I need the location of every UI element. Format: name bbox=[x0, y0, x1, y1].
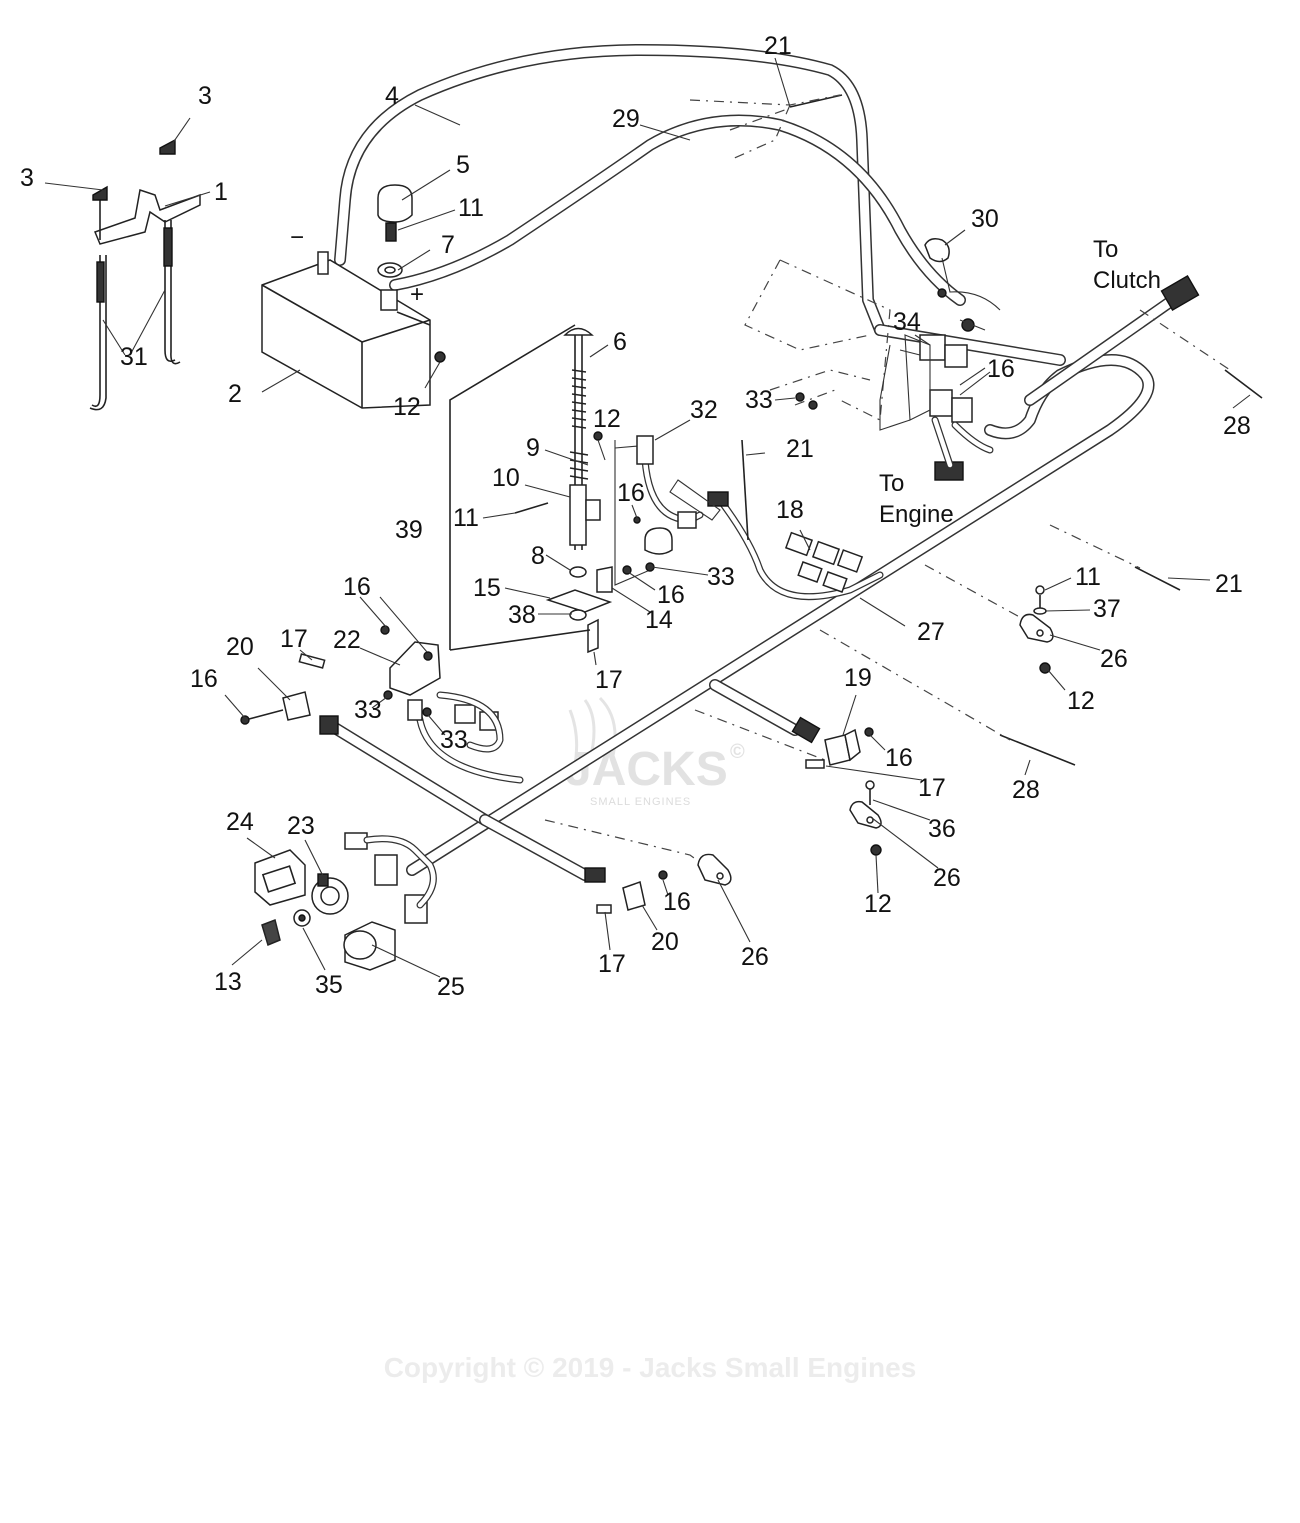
clamps bbox=[697, 585, 1054, 886]
dash-controls bbox=[254, 849, 396, 971]
callout-33-relay: 33 bbox=[745, 386, 773, 414]
callout-15: 15 bbox=[473, 574, 501, 602]
callout-1: 1 bbox=[214, 178, 228, 206]
callout-12-lower: 12 bbox=[864, 890, 892, 918]
callout-39: 39 bbox=[395, 516, 423, 544]
callout-16-lower: 16 bbox=[663, 888, 691, 916]
callout-12-pedal: 12 bbox=[593, 405, 621, 433]
module-22 bbox=[380, 625, 441, 721]
callout-18: 18 bbox=[776, 496, 804, 524]
terminal-hardware bbox=[377, 184, 413, 278]
callout-35: 35 bbox=[315, 971, 343, 999]
callout-34: 34 bbox=[893, 308, 921, 336]
callout-16-switch: 16 bbox=[657, 581, 685, 609]
callout-28-lower: 28 bbox=[1012, 776, 1040, 804]
relay-panel bbox=[795, 238, 1001, 469]
callout-9: 9 bbox=[526, 434, 540, 462]
callout-11-right: 11 bbox=[1075, 563, 1101, 591]
switch-20-left bbox=[240, 653, 326, 725]
callout-14: 14 bbox=[645, 606, 673, 634]
callout-32: 32 bbox=[690, 396, 718, 424]
callout-11-middle: 11 bbox=[453, 504, 479, 532]
callout-27: 27 bbox=[917, 618, 945, 646]
callout-31: 31 bbox=[120, 343, 148, 371]
callout-26-middle: 26 bbox=[933, 864, 961, 892]
callout-20-lower: 20 bbox=[651, 928, 679, 956]
callout-17-pedal: 17 bbox=[595, 666, 623, 694]
callout-12-battery: 12 bbox=[393, 393, 421, 421]
note-to-engine-line1: To bbox=[879, 470, 904, 497]
callout-3-right: 3 bbox=[198, 82, 212, 110]
switch-19 bbox=[805, 727, 874, 769]
callout-20-left: 20 bbox=[226, 633, 254, 661]
battery-positive-mark: + bbox=[410, 281, 424, 308]
harness-connectors bbox=[319, 275, 1200, 924]
cable-ties bbox=[741, 94, 1263, 766]
callout-29: 29 bbox=[612, 105, 640, 133]
callout-16-relay: 16 bbox=[987, 355, 1015, 383]
callout-13: 13 bbox=[214, 968, 242, 996]
callout-4: 4 bbox=[385, 82, 399, 110]
callout-8: 8 bbox=[531, 542, 545, 570]
callout-17-lower: 17 bbox=[598, 950, 626, 978]
callout-25: 25 bbox=[437, 973, 465, 1001]
callout-33-module-left: 33 bbox=[354, 696, 382, 724]
watermark-logo-subtext: SMALL ENGINES bbox=[590, 796, 691, 808]
seat-switch-assembly bbox=[449, 324, 651, 654]
copyright-watermark: Copyright © 2019 - Jacks Small Engines bbox=[384, 1352, 917, 1383]
callout-16-pedal: 16 bbox=[617, 479, 645, 507]
battery-negative-mark: − bbox=[290, 224, 304, 251]
callout-6: 6 bbox=[613, 328, 627, 356]
battery-cable-positive bbox=[389, 114, 966, 306]
callout-30: 30 bbox=[971, 205, 999, 233]
leader-lines bbox=[44, 57, 1251, 978]
watermark-logo-text: JACKS bbox=[565, 743, 728, 796]
callout-19: 19 bbox=[844, 664, 872, 692]
note-to-clutch-line1: To bbox=[1093, 236, 1118, 263]
callout-22: 22 bbox=[333, 626, 361, 654]
switch-20-right bbox=[596, 870, 668, 914]
callout-24: 24 bbox=[226, 808, 254, 836]
callout-11-top: 11 bbox=[458, 194, 484, 222]
reference-lines bbox=[544, 94, 1231, 871]
note-to-engine-line2: Engine bbox=[879, 501, 954, 528]
callout-3-left: 3 bbox=[20, 164, 34, 192]
callout-23: 23 bbox=[287, 812, 315, 840]
callout-7: 7 bbox=[441, 231, 455, 259]
callout-33-module-right: 33 bbox=[440, 726, 468, 754]
callout-21-top: 21 bbox=[764, 32, 792, 60]
callout-10: 10 bbox=[492, 464, 520, 492]
note-to-clutch-line2: Clutch bbox=[1093, 267, 1161, 294]
callout-33-switch: 33 bbox=[707, 563, 735, 591]
callout-37: 37 bbox=[1093, 595, 1121, 623]
callout-16-left: 16 bbox=[190, 665, 218, 693]
battery-cable-negative bbox=[334, 44, 886, 336]
connectors-18 bbox=[784, 531, 864, 593]
callout-12-right: 12 bbox=[1067, 687, 1095, 715]
callout-36: 36 bbox=[928, 815, 956, 843]
callout-labels: 1 2 3 3 4 5 6 7 8 9 10 11 11 11 12 12 12… bbox=[20, 32, 1251, 1001]
switch-32 bbox=[622, 435, 721, 575]
callout-26-right: 26 bbox=[1100, 645, 1128, 673]
callout-5: 5 bbox=[456, 151, 470, 179]
watermark-logo-mark: © bbox=[730, 741, 745, 763]
callout-2: 2 bbox=[228, 380, 242, 408]
callout-16-19: 16 bbox=[885, 744, 913, 772]
callout-38: 38 bbox=[508, 601, 536, 629]
callout-17-left: 17 bbox=[280, 625, 308, 653]
callout-16-module: 16 bbox=[343, 573, 371, 601]
main-wire-harness bbox=[324, 289, 1186, 881]
callout-17-right: 17 bbox=[918, 774, 946, 802]
callout-26-lower: 26 bbox=[741, 943, 769, 971]
callout-21-right: 21 bbox=[1215, 570, 1243, 598]
battery bbox=[261, 251, 446, 409]
callout-28-top: 28 bbox=[1223, 412, 1251, 440]
harness-notes: To Clutch To Engine bbox=[879, 236, 1161, 528]
callout-21-middle: 21 bbox=[786, 435, 814, 463]
